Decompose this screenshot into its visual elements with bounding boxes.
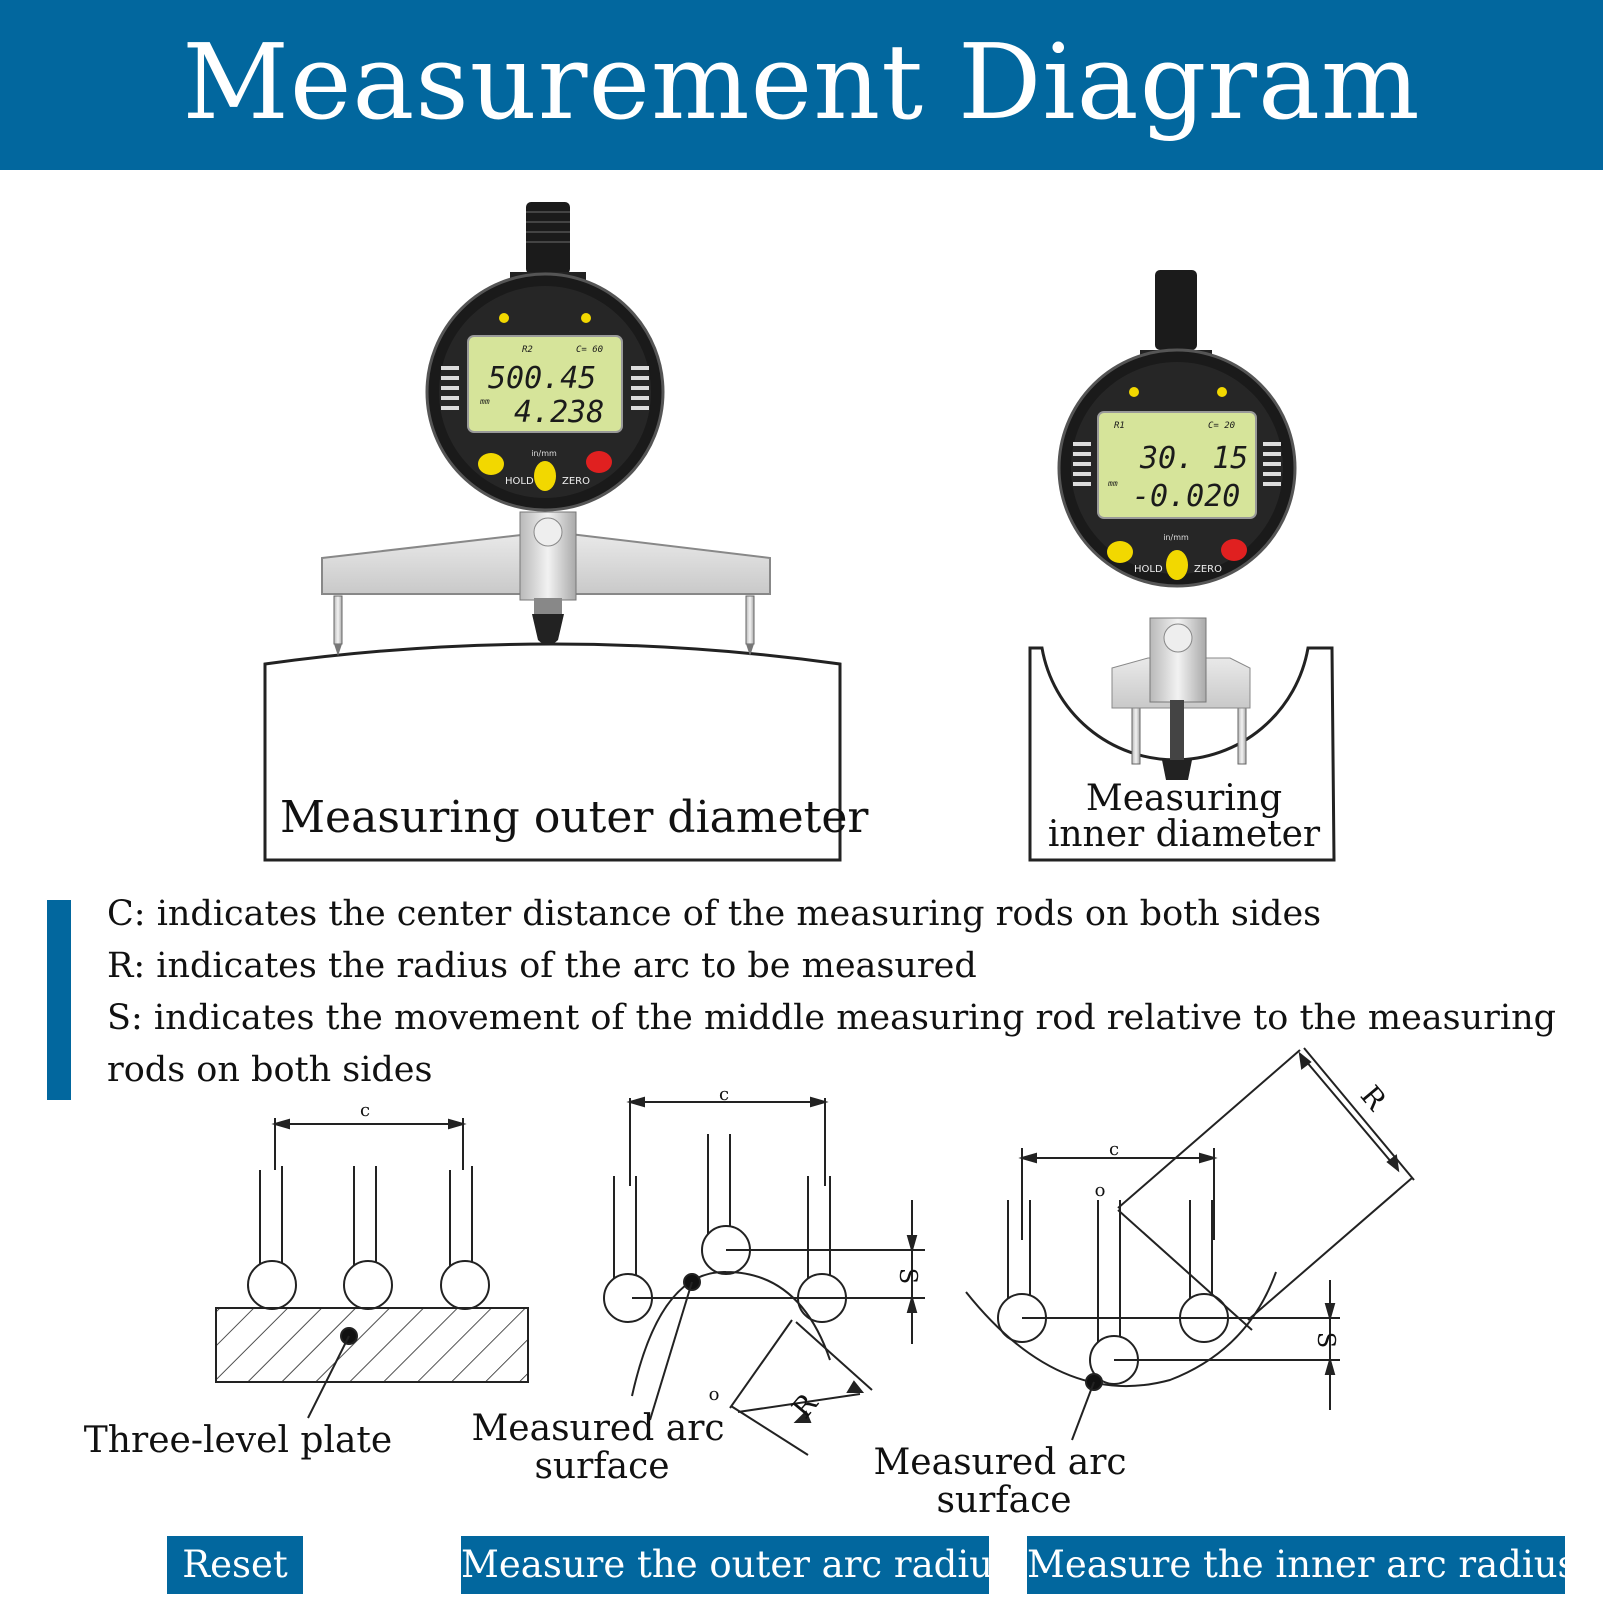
caption-inner-line2: inner diameter bbox=[1048, 814, 1321, 855]
inner-center-screw bbox=[1163, 623, 1193, 653]
outer-lcd-line2: 4.238 bbox=[514, 395, 604, 430]
outer-lcd-unit: mm bbox=[479, 397, 490, 406]
inner-spindle bbox=[1170, 700, 1184, 764]
label-three-level-plate: Three-level plate bbox=[84, 1420, 392, 1461]
header-banner: Measurement Diagram bbox=[0, 0, 1603, 170]
schematic-inner-arc bbox=[965, 1047, 1415, 1441]
inner-zero-label: ZERO bbox=[1194, 564, 1222, 575]
outer-s-label: S bbox=[894, 1268, 922, 1284]
outer-right-rod bbox=[745, 595, 755, 645]
label-inner-arc-line1: Measured arc bbox=[873, 1442, 1126, 1483]
outer-center-screw bbox=[533, 517, 563, 547]
outer-r-label: R bbox=[785, 1387, 824, 1425]
outer-left-rod-tip bbox=[334, 644, 342, 656]
schematic-outer-arc bbox=[603, 1096, 925, 1456]
outer-stem bbox=[526, 202, 570, 274]
legend-c: C: indicates the center distance of the … bbox=[107, 894, 1322, 934]
outer-zero-button bbox=[586, 451, 612, 473]
inner-led-left bbox=[1129, 387, 1139, 397]
inner-lcd-label-right: C= 20 bbox=[1208, 421, 1235, 431]
label-outer-arc-line1: Measured arc bbox=[471, 1408, 724, 1449]
plate-block bbox=[215, 1307, 529, 1383]
outer-lcd-label-left: R2 bbox=[522, 345, 533, 355]
inner-btn-mid-label: in/mm bbox=[1163, 533, 1189, 542]
inner-lcd-line1: 30. 15 bbox=[1139, 441, 1248, 476]
inner-lcd-label-left: R1 bbox=[1114, 421, 1125, 431]
inner-contact-tip bbox=[1162, 760, 1192, 780]
inner-right-rod bbox=[1237, 707, 1247, 765]
measure-outer-arc-button[interactable]: Measure the outer arc radius bbox=[461, 1536, 1012, 1594]
inner-stem bbox=[1155, 270, 1197, 350]
caption-outer: Measuring outer diameter bbox=[280, 792, 869, 843]
inner-hold-button bbox=[1107, 541, 1133, 563]
reset-button[interactable]: Reset bbox=[167, 1536, 303, 1594]
page-title: Measurement Diagram bbox=[182, 21, 1421, 143]
legend-r: R: indicates the radius of the arc to be… bbox=[107, 946, 977, 986]
outer-contact-tip bbox=[532, 614, 564, 645]
legend: C: indicates the center distance of the … bbox=[107, 888, 1587, 1096]
legend-accent-bar bbox=[47, 900, 71, 1100]
inner-hold-label: HOLD bbox=[1134, 564, 1163, 575]
outer-led-right bbox=[581, 313, 591, 323]
inner-s-label: S bbox=[1312, 1332, 1340, 1348]
outer-hold-label: HOLD bbox=[505, 476, 534, 487]
outer-hold-button bbox=[478, 453, 504, 475]
outer-btn-mid-label: in/mm bbox=[531, 449, 557, 458]
inner-left-rod bbox=[1131, 707, 1141, 765]
outer-spindle bbox=[534, 598, 562, 614]
schematic-plate bbox=[215, 1118, 529, 1419]
measure-inner-arc-button[interactable]: Measure the inner arc radius bbox=[1027, 1536, 1577, 1594]
outer-led-left bbox=[499, 313, 509, 323]
legend-s: S: indicates the movement of the middle … bbox=[107, 998, 1557, 1090]
outer-mode-button bbox=[534, 461, 556, 491]
outer-right-rod-tip bbox=[746, 644, 754, 656]
inner-led-right bbox=[1217, 387, 1227, 397]
outer-c-label: c bbox=[719, 1084, 729, 1105]
outer-diameter-gauge: R2 C= 60 500.45 mm 4.238 in/mm HOLD ZERO… bbox=[263, 202, 869, 862]
outer-left-rod bbox=[333, 595, 343, 645]
inner-c-label: c bbox=[1109, 1139, 1119, 1160]
plate-c-label: c bbox=[360, 1100, 370, 1121]
label-outer-arc-line2: surface bbox=[534, 1446, 669, 1487]
outer-zero-label: ZERO bbox=[562, 476, 590, 487]
outer-lcd-line1: 500.45 bbox=[488, 361, 596, 396]
inner-lcd-line2: -0.020 bbox=[1132, 479, 1240, 514]
inner-lcd bbox=[1097, 411, 1257, 519]
label-inner-arc-line2: surface bbox=[936, 1480, 1071, 1521]
inner-mode-button bbox=[1166, 550, 1188, 580]
inner-zero-button bbox=[1221, 539, 1247, 561]
outer-workpiece bbox=[263, 642, 842, 862]
inner-workpiece bbox=[1028, 646, 1336, 862]
outer-lcd-label-right: C= 60 bbox=[576, 345, 603, 355]
inner-diameter-gauge: R1 C= 20 30. 15 mm -0.020 in/mm HOLD ZER… bbox=[1028, 270, 1336, 862]
inner-o-label: o bbox=[1095, 1180, 1106, 1201]
inner-lcd-unit: mm bbox=[1107, 479, 1118, 488]
caption-inner-line1: Measuring bbox=[1086, 778, 1282, 819]
outer-o-label: o bbox=[709, 1384, 720, 1405]
outer-lcd bbox=[467, 335, 623, 433]
